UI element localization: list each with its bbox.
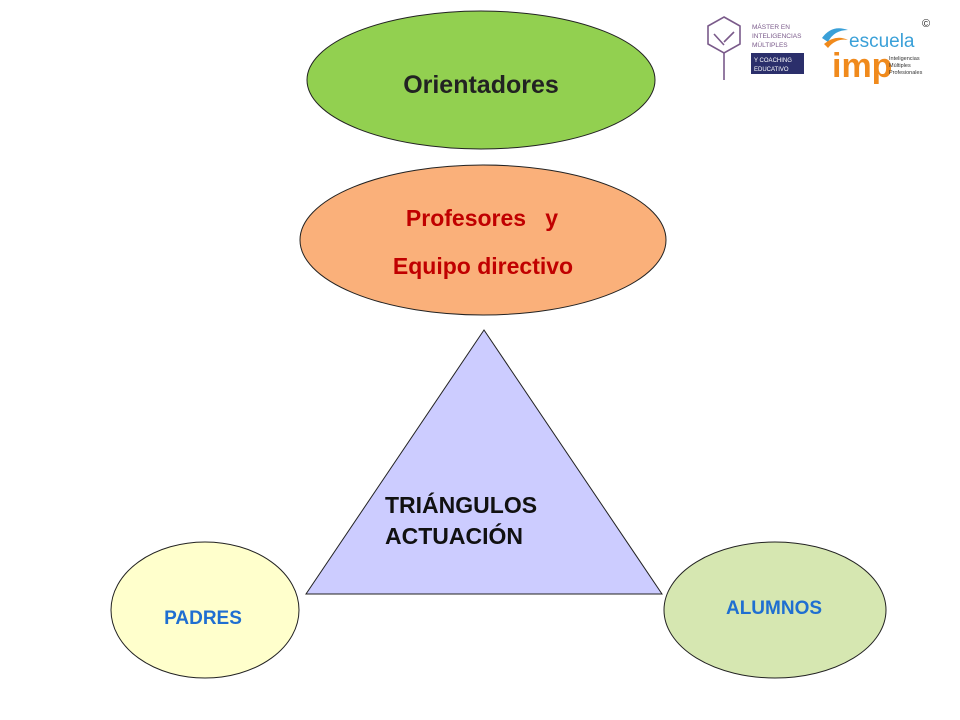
imp-sub-line1: Inteligencias [889,56,920,62]
imp-sub-line3: Profesionales [889,70,923,76]
profesores-node: Profesores y Equipo directivo [299,164,667,316]
profesores-label-line1: Profesores y [406,205,558,231]
master-logo-box-line2: EDUCATIVO [754,67,789,73]
orientadores-label: Orientadores [403,71,559,99]
triangle-label-line1: TRIÁNGULOS [385,491,537,518]
triangle-shape [305,329,663,595]
master-logo-line3: MÚLTIPLES [752,40,788,49]
copyright-mark: © [922,18,930,30]
orientadores-node: Orientadores [306,10,656,150]
triangle-label-line2: ACTUACIÓN [385,522,523,549]
padres-node: PADRES [110,541,300,679]
alumnos-ellipse [663,541,887,679]
padres-label: PADRES [164,608,242,629]
imp-sub-line2: Múltiples [889,63,911,69]
orientadores-ellipse [306,10,656,150]
alumnos-node: ALUMNOS [663,541,887,679]
triangle-node: TRIÁNGULOS ACTUACIÓN [305,329,663,595]
master-logo-line2: INTELIGENCIAS [752,33,802,40]
master-logo-box-line1: Y COACHING [754,58,792,64]
imp-word: imp [832,47,892,85]
escuela-word: escuela [849,31,915,52]
master-logo-line1: MÁSTER EN [752,22,790,31]
master-logo: MÁSTER EN INTELIGENCIAS MÚLTIPLES Y COAC… [707,16,804,80]
profesores-label-line2: Equipo directivo [393,253,573,279]
profesores-ellipse [299,164,667,316]
master-logo-box [751,53,804,74]
escuela-imp-logo: escuela imp Inteligencias Múltiples Prof… [822,28,923,85]
tree-hexagon-icon [707,16,741,80]
swoosh-icon [822,28,848,48]
alumnos-label: ALUMNOS [726,598,822,619]
padres-ellipse [110,541,300,679]
